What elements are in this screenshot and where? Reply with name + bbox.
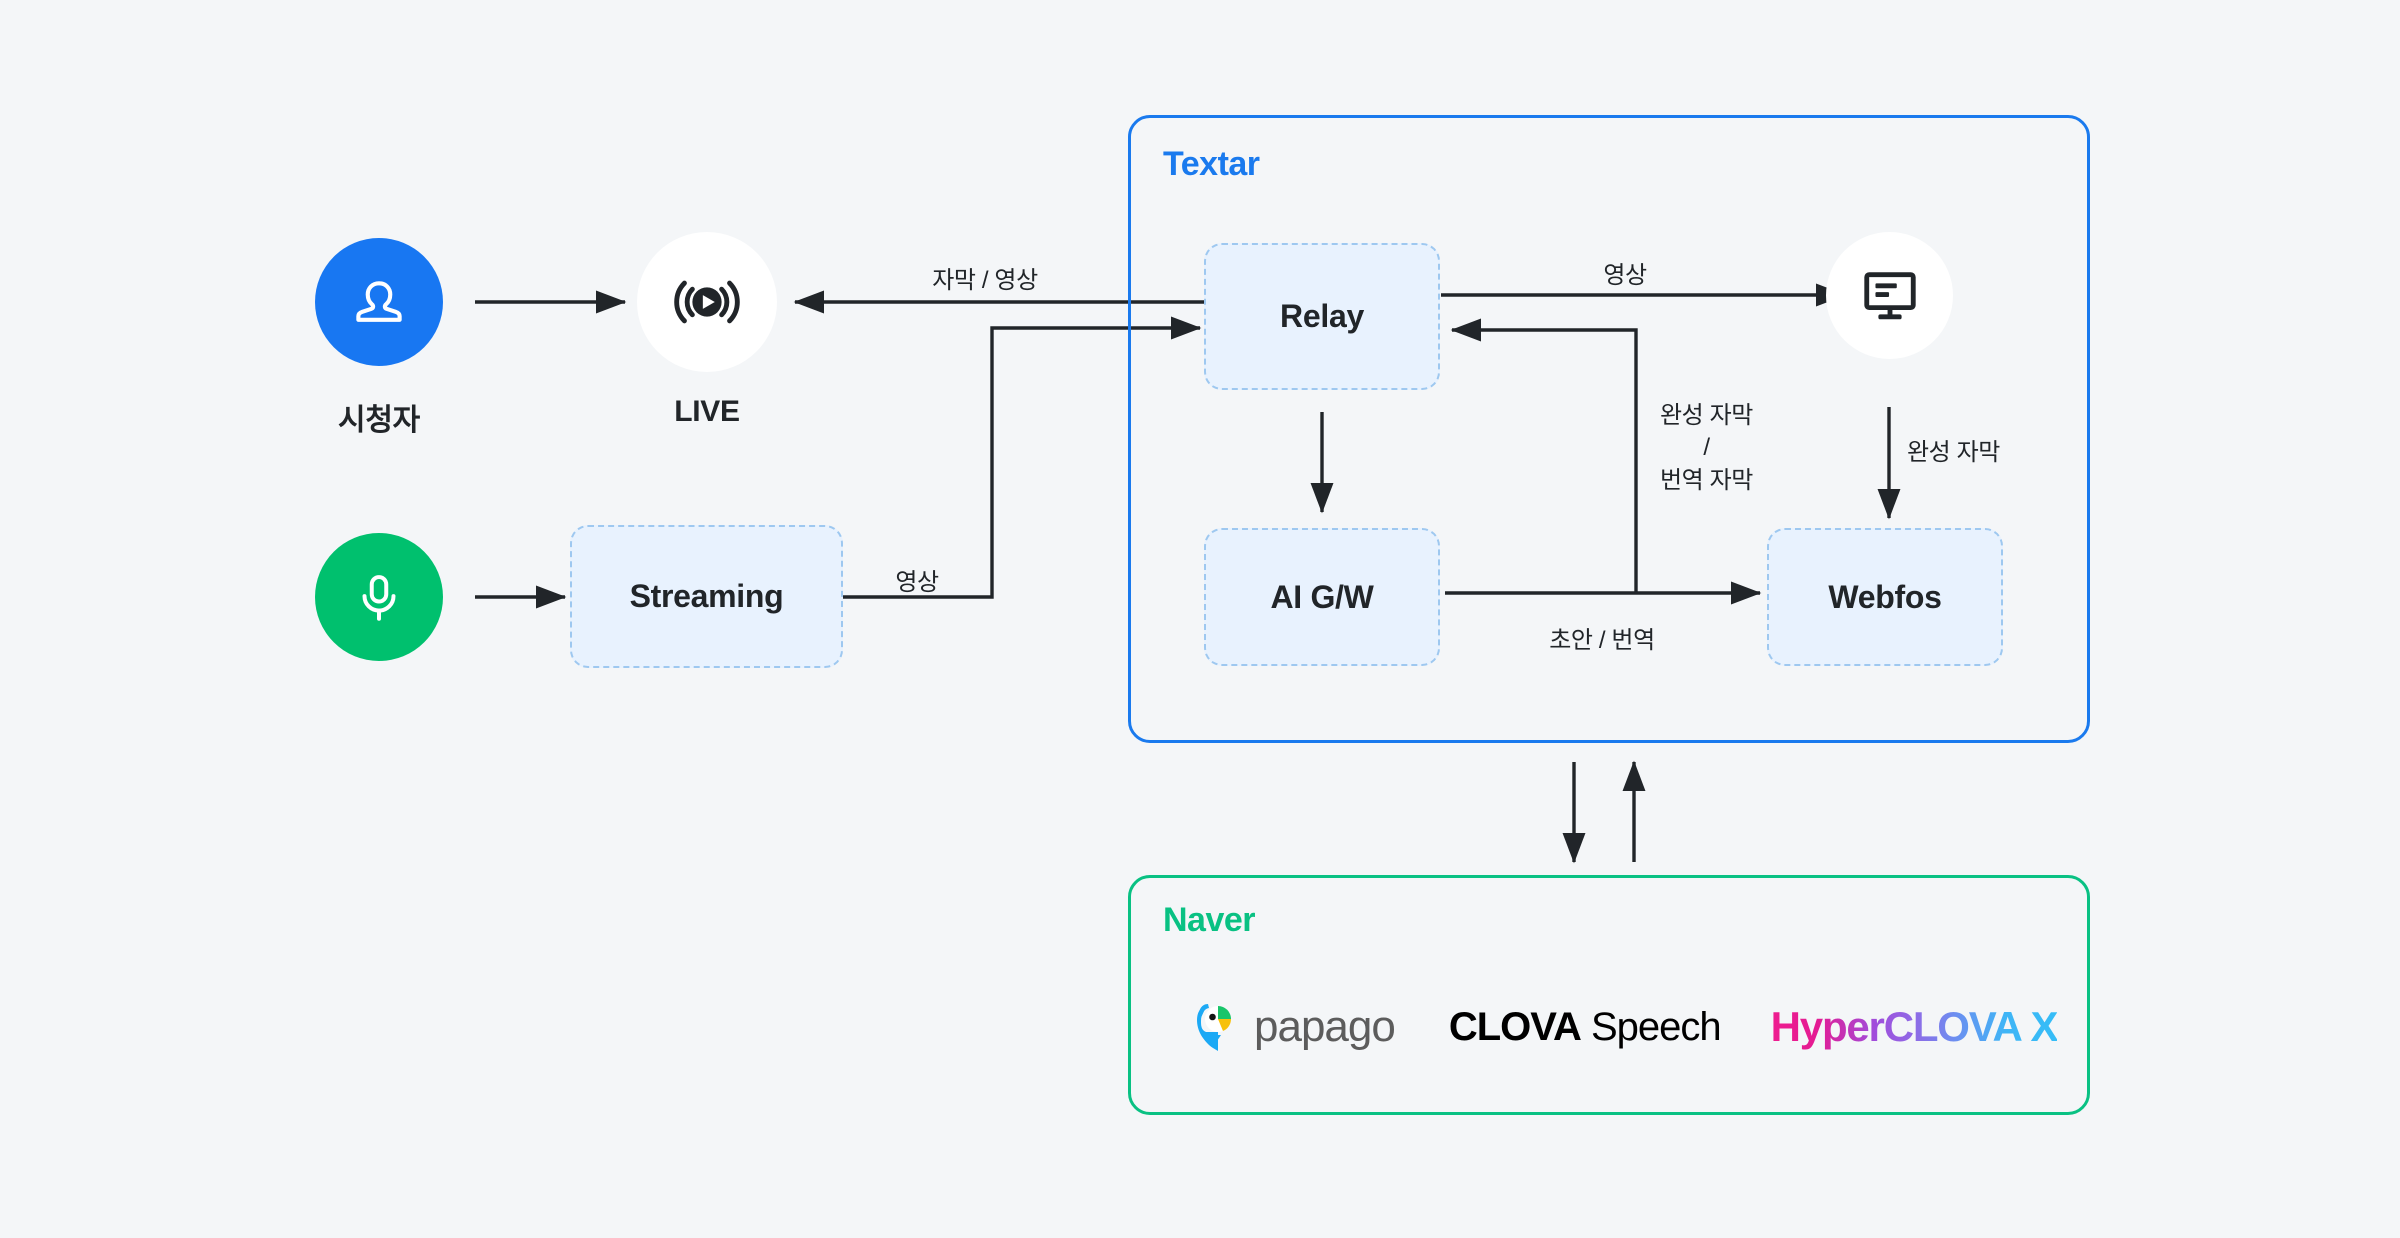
node-webfos[interactable]: Webfos — [1767, 528, 2003, 666]
monitor-icon — [1863, 271, 1916, 319]
monitor-circle[interactable] — [1826, 232, 1953, 359]
logo-papago[interactable]: papago — [1196, 1001, 1396, 1053]
edge-label-webfos-to-relay-line3: 번역 자막 — [1660, 466, 1753, 494]
textar-group-box — [1128, 115, 2090, 743]
textar-group-title: Textar — [1163, 145, 1260, 183]
papago-parrot-icon — [1197, 1004, 1231, 1051]
naver-logo-row: papago CLOVA Speech HyperCLOVA X — [1196, 998, 2059, 1056]
edge-webfos-to-relay — [1450, 318, 1638, 592]
microphone-icon — [362, 575, 396, 621]
edge-label-monitor-to-webfos: 완성 자막 — [1907, 439, 2000, 466]
naver-group-box — [1128, 875, 2090, 1115]
node-streaming-label: Streaming — [629, 578, 784, 614]
node-webfos-label: Webfos — [1828, 578, 1942, 615]
edge-label-relay-to-live: 자막 / 영상 — [932, 267, 1038, 294]
node-streaming[interactable]: Streaming — [570, 525, 843, 668]
mic-circle[interactable] — [315, 533, 443, 661]
logo-clova-regular: Speech — [1590, 1004, 1722, 1049]
node-ai-gw-label: AI G/W — [1270, 578, 1374, 615]
logo-hyperclova-x-text: HyperCLOVA X — [1770, 1003, 2059, 1050]
naver-group-title: Naver — [1163, 901, 1256, 939]
edge-label-relay-to-monitor: 영상 — [1603, 262, 1647, 289]
node-ai-gw[interactable]: AI G/W — [1204, 528, 1440, 666]
logo-clova-bold: CLOVA — [1448, 1004, 1582, 1049]
edge-label-streaming-to-relay: 영상 — [895, 569, 939, 596]
edge-label-webfos-to-relay-line2: / — [1703, 434, 1710, 462]
viewer-circle[interactable] — [315, 238, 443, 366]
node-relay-label: Relay — [1280, 298, 1364, 334]
edge-streaming-to-relay — [843, 316, 1202, 599]
live-broadcast-icon — [674, 280, 740, 324]
live-caption: LIVE — [674, 395, 740, 428]
logo-hyperclova-x[interactable]: HyperCLOVA X — [1770, 1003, 2059, 1051]
node-relay[interactable]: Relay — [1204, 243, 1440, 390]
edge-label-webfos-to-relay-line1: 완성 자막 — [1660, 402, 1753, 429]
viewer-caption: 시청자 — [338, 404, 420, 437]
logo-clova-speech[interactable]: CLOVA Speech — [1448, 1004, 1722, 1050]
edge-label-aigw-to-webfos: 초안 / 번역 — [1549, 627, 1655, 654]
live-circle[interactable] — [637, 232, 777, 372]
person-icon — [356, 281, 402, 322]
edge-label-webfos-to-relay: 완성 자막 / 번역 자막 — [1660, 400, 1753, 497]
logo-papago-text: papago — [1254, 1002, 1396, 1051]
